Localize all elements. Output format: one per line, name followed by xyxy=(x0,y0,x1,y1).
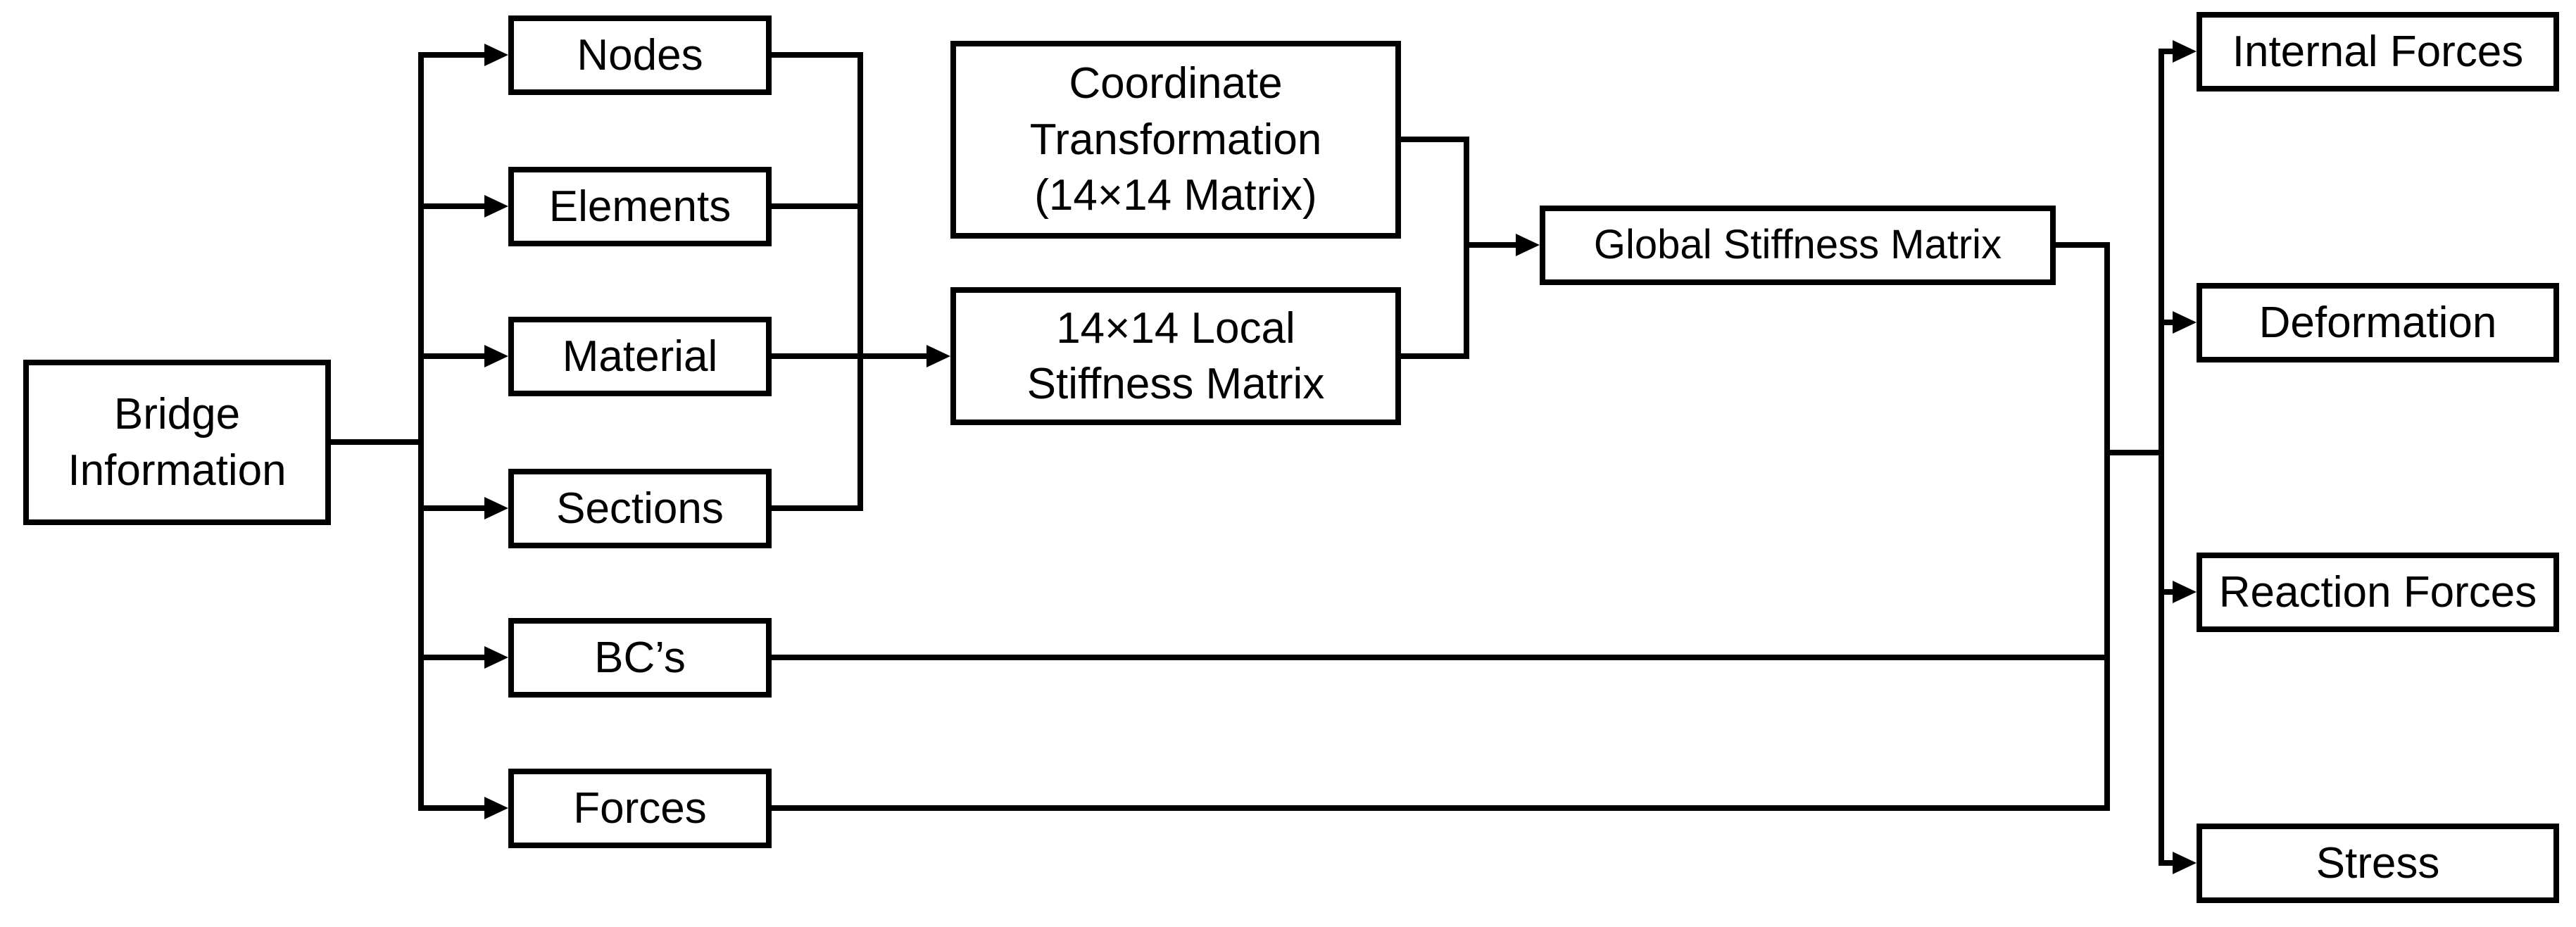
connector-trunk-to-elements xyxy=(418,203,484,209)
node-internal-forces-label: Internal Forces xyxy=(2232,27,2524,76)
connector-collector-to-lsm xyxy=(857,353,926,359)
connector-bus-to-reaction-forces xyxy=(2159,589,2173,595)
connector-trunk-to-forces xyxy=(418,805,484,811)
connector-ct-output xyxy=(1401,137,1469,142)
node-deformation: Deformation xyxy=(2197,283,2559,362)
connector-input-trunk xyxy=(418,52,424,811)
node-sections-label: Sections xyxy=(556,484,724,533)
connector-elements-to-collector xyxy=(772,203,863,209)
connector-lsm-output xyxy=(1401,353,1469,359)
node-nodes-label: Nodes xyxy=(577,30,703,80)
connector-results-collector-bus xyxy=(2104,242,2110,811)
arrowhead-sections-icon xyxy=(484,497,508,519)
node-coordinate-transformation-label: Coordinate Transformation (14×14 Matrix) xyxy=(1029,59,1322,220)
node-sections: Sections xyxy=(508,469,772,548)
arrowhead-stress-icon xyxy=(2173,852,2197,874)
connector-collector-bus xyxy=(857,52,863,511)
connector-results-distributor-bus xyxy=(2159,49,2164,866)
connector-material-to-collector xyxy=(772,353,863,359)
node-stress-label: Stress xyxy=(2316,838,2440,888)
node-elements-label: Elements xyxy=(548,182,731,231)
node-internal-forces: Internal Forces xyxy=(2197,12,2559,92)
arrowhead-internal-forces-icon xyxy=(2173,40,2197,63)
connector-ct-lsm-junction xyxy=(1464,137,1469,359)
arrowhead-deformation-icon xyxy=(2173,311,2197,334)
connector-trunk-to-bcs xyxy=(418,655,484,660)
node-bridge-information-label: Bridge Information xyxy=(68,390,287,495)
node-elements: Elements xyxy=(508,167,772,246)
connector-bus-bridge xyxy=(2104,450,2164,455)
node-bcs: BC’s xyxy=(508,618,772,698)
connector-trunk-to-sections xyxy=(418,505,484,511)
arrowhead-lsm-icon xyxy=(926,345,950,367)
node-global-stiffness-matrix: Global Stiffness Matrix xyxy=(1540,206,2056,285)
node-reaction-forces: Reaction Forces xyxy=(2197,553,2559,632)
node-local-stiffness-matrix: 14×14 Local Stiffness Matrix xyxy=(950,287,1401,425)
connector-junction-to-gsm xyxy=(1464,242,1516,248)
connector-bus-to-internal-forces xyxy=(2159,49,2173,54)
connector-trunk-to-material xyxy=(418,353,484,359)
connector-sections-to-collector xyxy=(772,505,863,511)
node-material: Material xyxy=(508,317,772,396)
node-global-stiffness-matrix-label: Global Stiffness Matrix xyxy=(1593,222,2002,268)
node-coordinate-transformation: Coordinate Transformation (14×14 Matrix) xyxy=(950,41,1401,239)
connector-bridge-to-trunk xyxy=(331,439,424,445)
connector-bcs-output xyxy=(772,655,2110,660)
node-deformation-label: Deformation xyxy=(2258,298,2497,347)
connector-bus-to-deformation xyxy=(2159,320,2173,325)
arrowhead-elements-icon xyxy=(484,195,508,217)
arrowhead-material-icon xyxy=(484,345,508,367)
node-stress: Stress xyxy=(2197,824,2559,903)
node-bcs-label: BC’s xyxy=(594,633,686,682)
node-reaction-forces-label: Reaction Forces xyxy=(2218,567,2537,617)
node-bridge-information: Bridge Information xyxy=(23,360,331,525)
arrowhead-gsm-icon xyxy=(1516,234,1540,256)
arrowhead-reaction-forces-icon xyxy=(2173,581,2197,603)
connector-forces-output xyxy=(772,805,2110,811)
connector-gsm-output xyxy=(2056,242,2110,248)
connector-bus-to-stress xyxy=(2159,860,2173,866)
arrowhead-forces-icon xyxy=(484,797,508,819)
connector-nodes-to-collector xyxy=(772,52,863,58)
node-local-stiffness-matrix-label: 14×14 Local Stiffness Matrix xyxy=(1026,303,1325,408)
connector-trunk-to-nodes xyxy=(418,52,484,58)
arrowhead-nodes-icon xyxy=(484,44,508,66)
arrowhead-bcs-icon xyxy=(484,646,508,669)
node-nodes: Nodes xyxy=(508,15,772,95)
node-forces-label: Forces xyxy=(573,783,707,833)
node-forces: Forces xyxy=(508,769,772,848)
node-material-label: Material xyxy=(562,332,718,381)
